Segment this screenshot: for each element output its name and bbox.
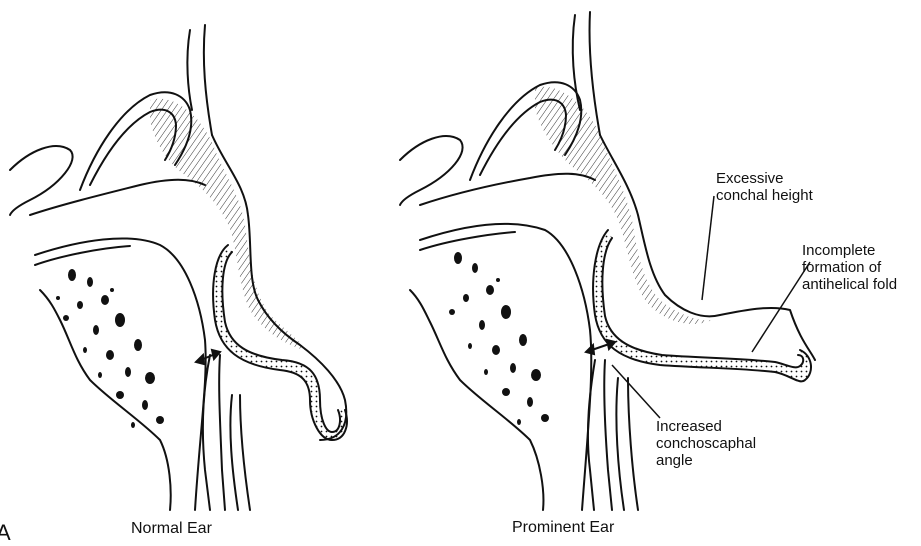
prominent-ear-cartilage-fill	[593, 230, 811, 381]
label-line: Increased	[656, 418, 756, 435]
normal-ear-cartilage-fill	[213, 245, 347, 440]
label-increased-conchoscaphal-angle: Increased conchoscaphal angle	[656, 418, 756, 469]
conchoscaphal-angle-leader	[612, 365, 660, 418]
label-line: angle	[656, 452, 756, 469]
label-line: antihelical fold	[802, 276, 897, 293]
label-line: conchoscaphal	[656, 435, 756, 452]
panel-letter: A	[0, 520, 11, 546]
label-line: formation of	[802, 259, 897, 276]
conchal-height-leader	[702, 196, 714, 300]
normal-ear-illustration	[10, 25, 347, 510]
label-incomplete-antihelical-fold: Incomplete formation of antihelical fold	[802, 242, 897, 293]
normal-ear-caption: Normal Ear	[131, 520, 212, 538]
label-line: conchal height	[716, 187, 813, 204]
label-excessive-conchal-height: Excessive conchal height	[716, 170, 813, 204]
prominent-ear-soft-tissue-hatching	[535, 87, 712, 324]
label-line: Incomplete	[802, 242, 897, 259]
normal-ear-soft-tissue-hatching	[150, 99, 305, 350]
label-line: Excessive	[716, 170, 813, 187]
prominent-ear-caption: Prominent Ear	[512, 519, 614, 537]
prominent-ear-bone-pores	[449, 252, 549, 425]
